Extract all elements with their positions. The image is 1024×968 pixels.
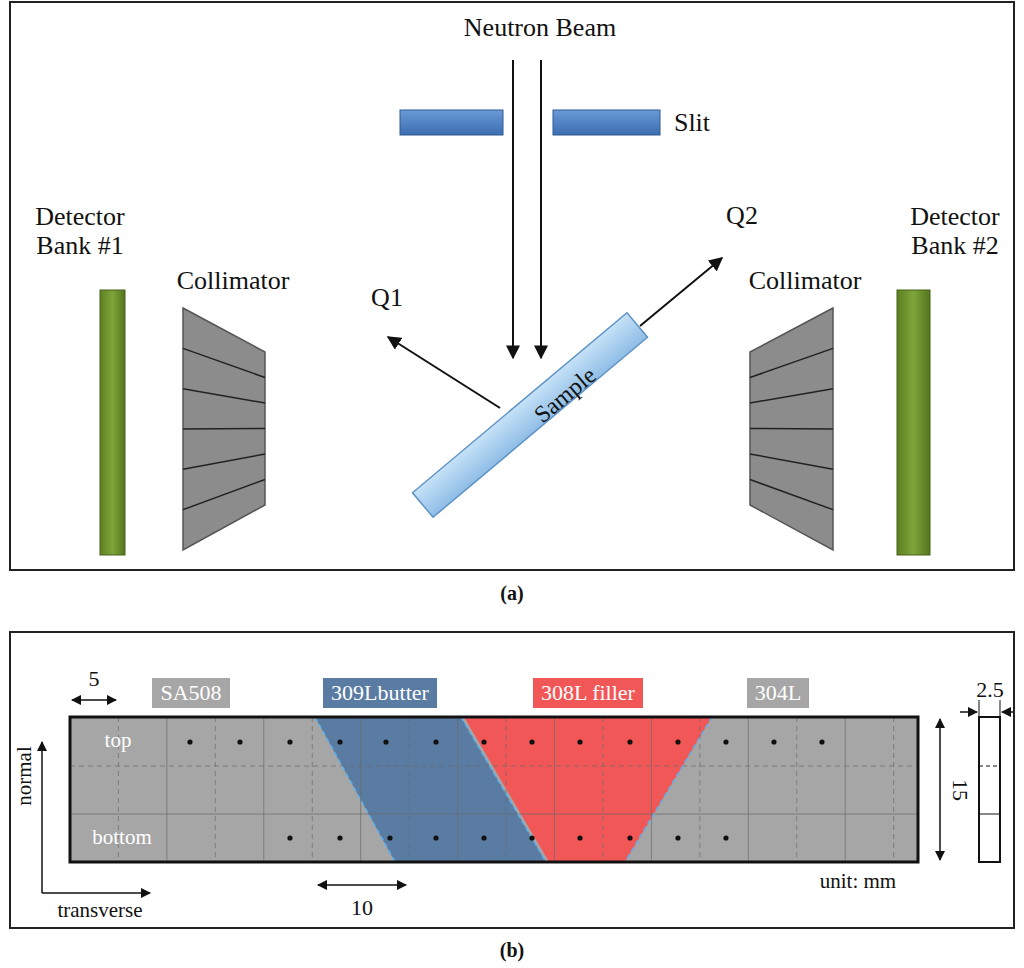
axis-arrow: [41, 742, 43, 893]
beam-label: Neutron Beam: [464, 14, 616, 43]
collimator: [750, 308, 833, 550]
row-label: top: [105, 729, 132, 752]
part-label: Detector Bank #2: [900, 203, 1010, 260]
panel-label: (a): [500, 582, 523, 604]
dimension-label: 10: [351, 896, 373, 920]
dimension-label: 5: [89, 667, 100, 691]
dimension-arrow: [960, 711, 977, 713]
dimension-arrow: [939, 719, 941, 860]
q1-vector: [388, 337, 500, 408]
material-name: 304L: [755, 681, 801, 705]
extension-line: [1000, 700, 1001, 716]
slit-plate: [400, 110, 503, 135]
material-tag: 308L filler: [533, 678, 643, 708]
dimension-label: 15: [948, 779, 972, 801]
material-name: 309Lbutter: [331, 681, 429, 705]
material-tag: SA508: [152, 678, 229, 708]
dimension-arrow: [72, 699, 116, 701]
material-tag: 309Lbutter: [323, 678, 437, 708]
panel-label: (b): [500, 939, 524, 961]
sample-outline: [70, 717, 918, 862]
beam-arrow: [540, 60, 542, 358]
panel-frame: [10, 632, 1014, 928]
axis-label: transverse: [57, 899, 142, 922]
filler-region: [464, 717, 712, 862]
fusion-line: [461, 717, 546, 862]
part-label: Slit: [674, 109, 710, 138]
row-label: bottom: [92, 826, 152, 849]
dimension-label: 2.5: [976, 678, 1004, 702]
beam-arrow: [512, 60, 514, 358]
note: unit: mm: [820, 870, 896, 893]
extension-line: [979, 700, 980, 716]
part-label: Collimator: [177, 267, 290, 296]
q2-vector: [640, 258, 722, 326]
grid-line: [979, 814, 1000, 815]
collimator: [183, 308, 265, 550]
part-label: Detector Bank #1: [25, 203, 135, 260]
grid-lines: [70, 717, 918, 862]
axis-arrow: [42, 892, 150, 894]
fusion-line: [315, 717, 395, 862]
vector-label: Q1: [371, 284, 403, 313]
fusion-line: [625, 717, 712, 862]
detector-bank: [100, 290, 125, 555]
material-name: SA508: [160, 681, 221, 705]
measurement-points: [187, 739, 824, 840]
detector-bank: [897, 290, 930, 555]
dimension-arrow: [1002, 711, 1013, 713]
cross-section: [979, 717, 1000, 862]
sample-plate: [412, 313, 647, 517]
material-tag: 304L: [747, 678, 809, 708]
axis-label: normal: [13, 746, 36, 805]
vector-label: Q2: [726, 202, 758, 231]
dimension-arrow: [318, 884, 406, 886]
part-label: Collimator: [749, 267, 862, 296]
slit-plate: [553, 110, 660, 135]
weld-sample: [70, 717, 918, 862]
panel-frame: [10, 2, 1014, 570]
material-name: 308L filler: [541, 681, 635, 705]
grid-line: [979, 766, 1000, 767]
